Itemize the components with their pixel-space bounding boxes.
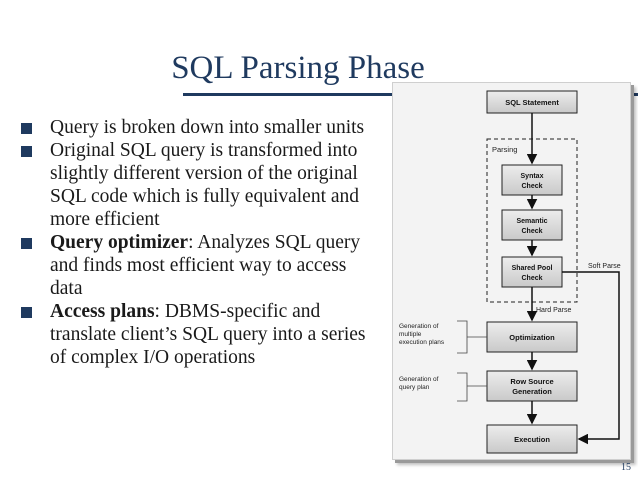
annotation-line: query plan — [399, 384, 430, 391]
bullet-text: : DBMS-specific and translate client’s S… — [50, 301, 366, 368]
page-number: 15 — [621, 462, 631, 473]
annotation-line: Generation of — [399, 323, 439, 330]
annotation-line: execution plans — [399, 339, 445, 346]
shared-pool-check-box: Shared Pool Check — [501, 256, 563, 288]
bullet-text: Query is broken down into smaller units — [50, 117, 365, 138]
soft-parse-label: Soft Parse — [588, 263, 621, 270]
parsing-label: Parsing — [492, 145, 517, 154]
semantic-check-box: Semantic Check — [501, 209, 563, 241]
bullet-item: Access plans: DBMS-specific and translat… — [21, 300, 373, 369]
parsing-flow-diagram: Parsing SQL Statement Syntax Check Seman… — [392, 82, 631, 460]
hard-parse-label: Hard Parse — [536, 307, 572, 314]
annotation-line: multiple — [399, 331, 422, 338]
query-plan-annotation: Generation of query plan — [399, 372, 487, 402]
sql-statement-box: SQL Statement — [486, 90, 578, 114]
bullet-item: Query optimizer: Analyzes SQL query and … — [21, 231, 373, 300]
diagram-canvas: Parsing SQL Statement Syntax Check Seman… — [399, 90, 621, 454]
bullet-item: Original SQL query is transformed into s… — [21, 139, 373, 231]
bullet-list: Query is broken down into smaller units … — [21, 116, 373, 369]
semantic-check-label: Check — [521, 228, 542, 235]
bullet-marker-icon — [21, 238, 32, 249]
syntax-check-label: Check — [521, 183, 542, 190]
bullet-marker-icon — [21, 123, 32, 134]
bullet-marker-icon — [21, 146, 32, 157]
bullet-marker-icon — [21, 307, 32, 318]
row-source-label: Row Source — [510, 377, 553, 386]
flow-arrows — [526, 113, 620, 445]
bullet-item: Query is broken down into smaller units — [21, 116, 373, 139]
execution-plans-annotation: Generation of multiple execution plans — [399, 320, 487, 354]
bullet-text: Original SQL query is transformed into s… — [50, 140, 360, 230]
optimization-box: Optimization — [486, 321, 578, 353]
bullet-text: : Analyzes SQL query and finds most effi… — [50, 232, 361, 299]
semantic-check-label: Semantic — [516, 218, 547, 225]
annotation-line: Generation of — [399, 376, 439, 383]
syntax-check-box: Syntax Check — [501, 164, 563, 196]
optimization-label: Optimization — [509, 333, 555, 342]
syntax-check-label: Syntax — [521, 173, 544, 180]
execution-label: Execution — [514, 435, 550, 444]
row-source-label: Generation — [512, 387, 552, 396]
bullet-bold: Access plans — [50, 301, 155, 322]
sql-statement-label: SQL Statement — [505, 98, 559, 107]
shared-pool-label: Shared Pool — [512, 265, 553, 272]
row-source-generation-box: Row Source Generation — [486, 370, 578, 402]
shared-pool-label: Check — [521, 275, 542, 282]
execution-box: Execution — [486, 424, 578, 454]
slide-title: SQL Parsing Phase — [171, 50, 425, 86]
bullet-bold: Query optimizer — [50, 232, 189, 253]
